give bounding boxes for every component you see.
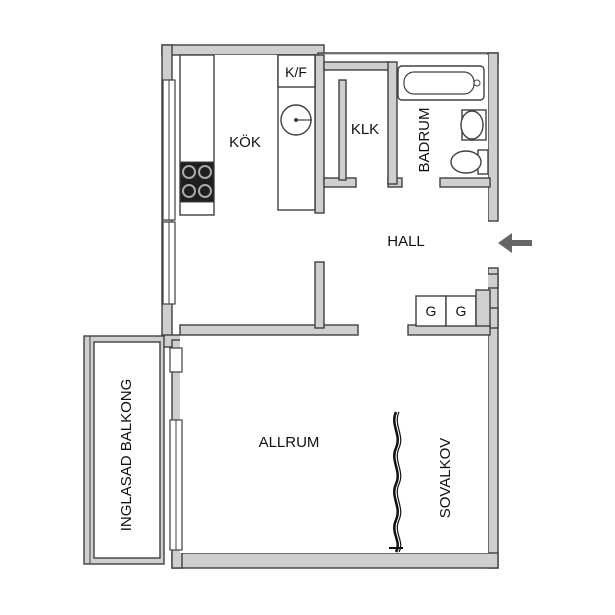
label-closet: KLK: [351, 121, 379, 138]
toilet-icon: [450, 149, 489, 175]
curtain-icon: [389, 411, 403, 553]
washbasin-icon: [460, 109, 487, 141]
kitchen-window: [162, 79, 176, 305]
kitchen-counter: [179, 54, 215, 216]
label-hall: HALL: [387, 233, 425, 250]
arrow-left-icon: [498, 233, 532, 253]
label-bathroom: BADRUM: [416, 107, 433, 172]
label-fridge-freezer: K/F: [285, 64, 307, 80]
living-room-window: [169, 347, 183, 551]
bathtub-icon: [397, 65, 485, 101]
label-balcony: INGLASAD BALKONG: [118, 379, 135, 532]
balcony: [83, 335, 165, 565]
label-sleeping-alcove: SOVALKOV: [437, 438, 454, 519]
label-wardrobe-2: G: [456, 303, 467, 319]
label-kitchen: KÖK: [229, 133, 261, 151]
bathroom-fixtures: [397, 65, 489, 175]
sink-icon: [280, 104, 312, 136]
label-living-room: ALLRUM: [259, 434, 320, 451]
wardrobes: [415, 289, 491, 327]
label-wardrobe-1: G: [426, 303, 437, 319]
sink-counter: [277, 54, 316, 211]
